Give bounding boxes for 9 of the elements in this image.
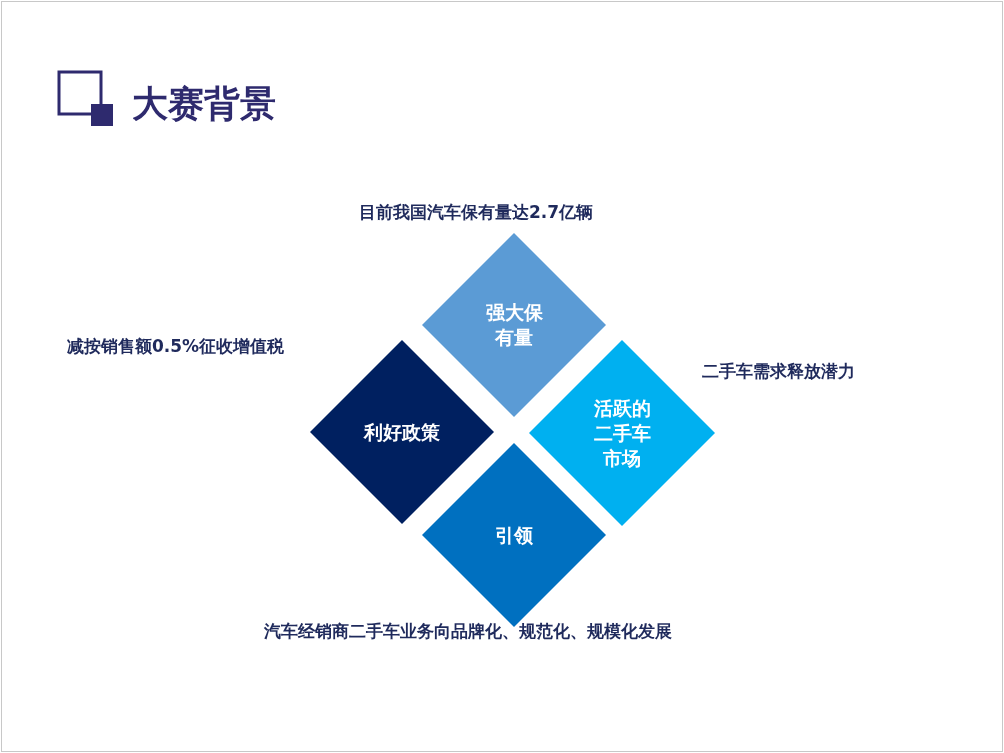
caption-text: 汽车经销商二手车业务向品牌化、规范化、规模化发展 — [264, 620, 672, 643]
diamond-label: 活跃的二手车市场 — [592, 395, 652, 471]
caption-text: 减按销售额0.5%征收增值税 — [67, 335, 285, 358]
caption-text: 二手车需求释放潜力 — [702, 360, 855, 383]
caption-text: 目前我国汽车保有量达2.7亿辆 — [359, 201, 594, 224]
diamond-label: 引领 — [494, 522, 534, 548]
diamond-label: 利好政策 — [362, 419, 441, 445]
diamond-label: 强大保有量 — [484, 300, 544, 350]
title: 大赛背景 — [132, 82, 276, 126]
